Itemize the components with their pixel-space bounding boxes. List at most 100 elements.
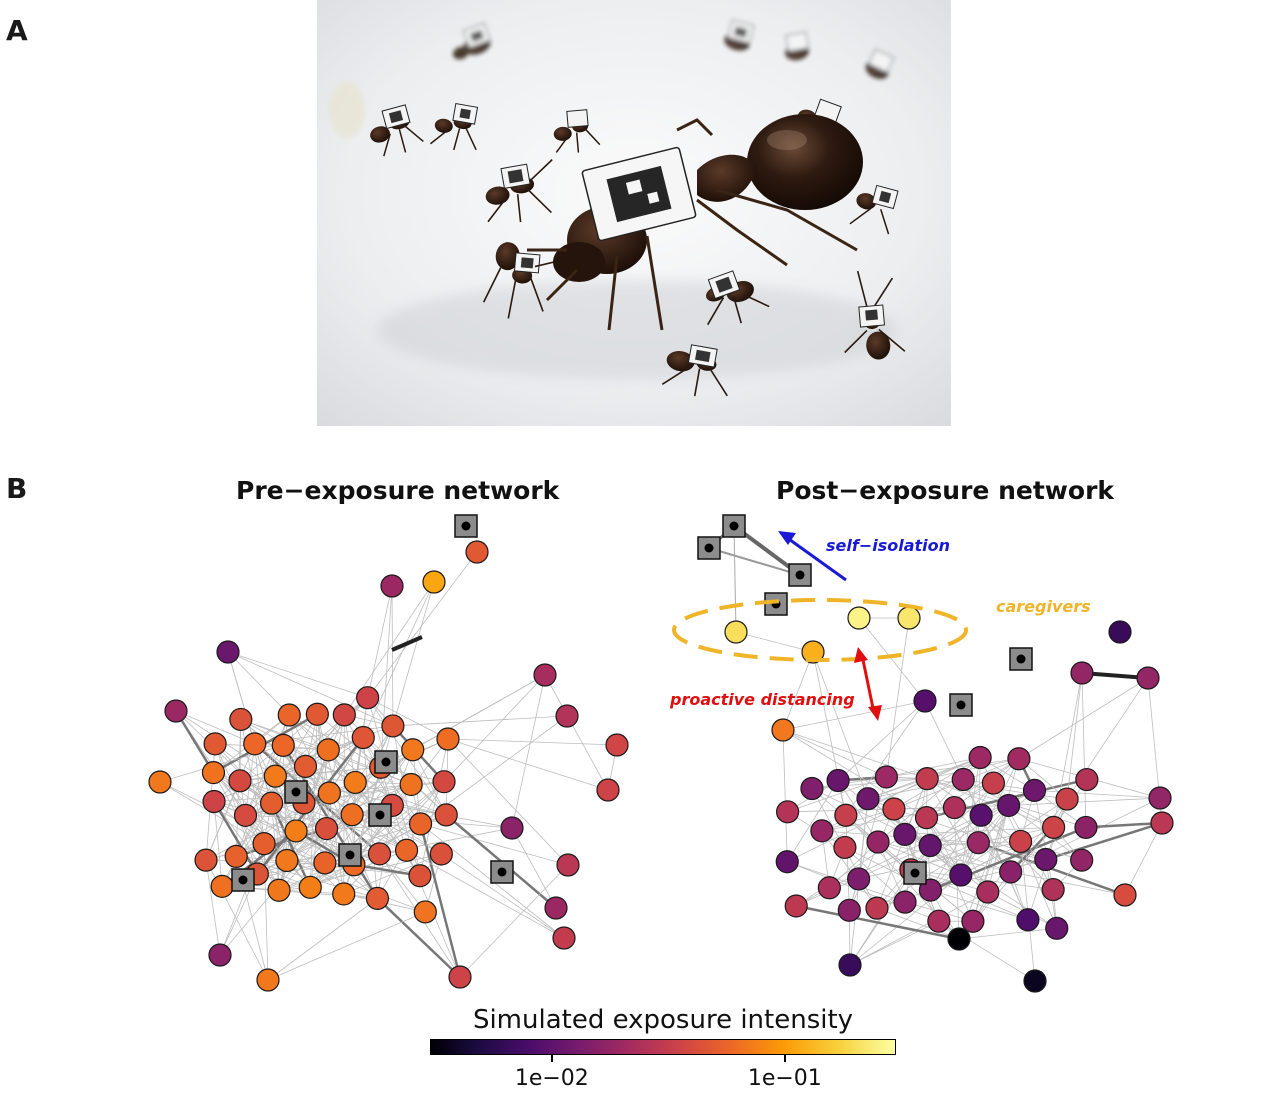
ant-node: [771, 718, 795, 742]
network-edge: [930, 782, 994, 891]
ant-node: [544, 896, 568, 920]
network-edge: [782, 700, 926, 731]
ant-node: [826, 768, 850, 793]
ant-node: [1045, 916, 1069, 940]
network-edge: [987, 805, 1010, 893]
colorbar: [430, 1039, 896, 1055]
network-edge: [213, 801, 223, 887]
network-edge: [239, 749, 329, 782]
ant-node: [866, 830, 890, 854]
network-edge: [274, 776, 288, 861]
ant-node: [228, 769, 252, 793]
network-edge: [227, 651, 368, 699]
network-edge: [419, 823, 462, 978]
ant-node: [432, 770, 456, 794]
ant-node: [284, 819, 308, 843]
network-edge: [1085, 821, 1163, 829]
network-edge: [367, 697, 449, 740]
ant-node: [263, 764, 287, 788]
network-edge: [351, 697, 369, 815]
ant-node: [343, 770, 367, 795]
network-edge: [972, 841, 1021, 922]
ant-node: [913, 689, 937, 713]
ant-node: [555, 704, 579, 728]
ant-node: [981, 771, 1005, 795]
ant-node: [999, 860, 1023, 884]
ant-node: [976, 880, 1000, 904]
exposed-node-dot: [461, 521, 471, 531]
network-edge: [821, 830, 878, 909]
ant-node: [1148, 786, 1172, 810]
network-edge: [379, 853, 426, 913]
network-edge: [329, 784, 412, 794]
network-edge: [267, 898, 378, 981]
network-edge: [270, 802, 312, 888]
network-edge: [849, 920, 940, 966]
post-exposure-title: Post−exposure network: [776, 476, 1115, 505]
network-edge-strong: [733, 525, 737, 633]
ant-node: [1022, 778, 1047, 803]
ant-node: [1113, 883, 1137, 907]
ant-node: [356, 686, 380, 710]
ant-node: [293, 754, 318, 779]
network-edge: [848, 808, 895, 911]
ant-node: [556, 853, 580, 877]
network-edge: [310, 823, 421, 888]
network-edge: [845, 815, 850, 911]
network-edge: [212, 800, 259, 875]
ant-node: [605, 733, 629, 757]
ant-node: [1074, 815, 1098, 840]
network-edge: [205, 860, 221, 956]
ant-node: [552, 926, 576, 950]
ant-node: [1034, 847, 1058, 872]
ant-node: [224, 844, 248, 868]
network-edge: [787, 861, 906, 903]
network-edge: [447, 738, 569, 866]
proactive-distancing-label: proactive distancing: [669, 690, 855, 709]
network-edge: [392, 581, 435, 727]
network-edge: [886, 617, 910, 778]
ant-node: [1042, 815, 1066, 839]
network-edge: [412, 749, 447, 816]
ant-node: [340, 803, 364, 827]
network-edge: [930, 889, 1029, 921]
network-edge: [376, 897, 461, 978]
network-edge: [787, 808, 895, 863]
ant-node: [229, 707, 253, 732]
ant-node: [194, 848, 218, 872]
exposed-node-dot: [704, 543, 714, 553]
ant-node: [394, 838, 419, 862]
network-annotations: self−isolation caregivers proactive dist…: [669, 531, 1091, 721]
network-edge: [787, 861, 939, 922]
ant-node: [434, 803, 458, 827]
network-edge: [175, 710, 255, 745]
network-edge: [910, 869, 1029, 921]
network-edge: [353, 725, 394, 865]
network-edge: [782, 729, 887, 778]
network-edge: [930, 859, 1046, 891]
network-edge: [926, 757, 981, 818]
proactive-distancing-arrow: [860, 654, 876, 714]
exposed-node-dot: [375, 810, 385, 820]
network-edge: [904, 826, 1054, 835]
ant-node: [596, 778, 620, 802]
exposed-node-dot: [910, 868, 920, 878]
network-edge: [511, 827, 557, 909]
network-edge: [459, 864, 569, 978]
ant-node: [413, 900, 437, 924]
network-edge: [213, 801, 327, 829]
network-edge: [1034, 790, 1161, 799]
network-edge: [309, 749, 329, 888]
network-edge: [257, 864, 354, 875]
ant-node: [915, 767, 939, 791]
network-edge: [782, 729, 788, 862]
network-edge: [1081, 672, 1087, 828]
ant-node: [314, 816, 339, 841]
ant-node: [203, 732, 227, 756]
ant-node: [942, 795, 967, 820]
ant-node: [882, 797, 906, 821]
exposed-node-dot: [381, 757, 391, 767]
ant-node: [267, 878, 291, 902]
network-edge: [343, 781, 445, 895]
network-edge: [316, 714, 327, 829]
